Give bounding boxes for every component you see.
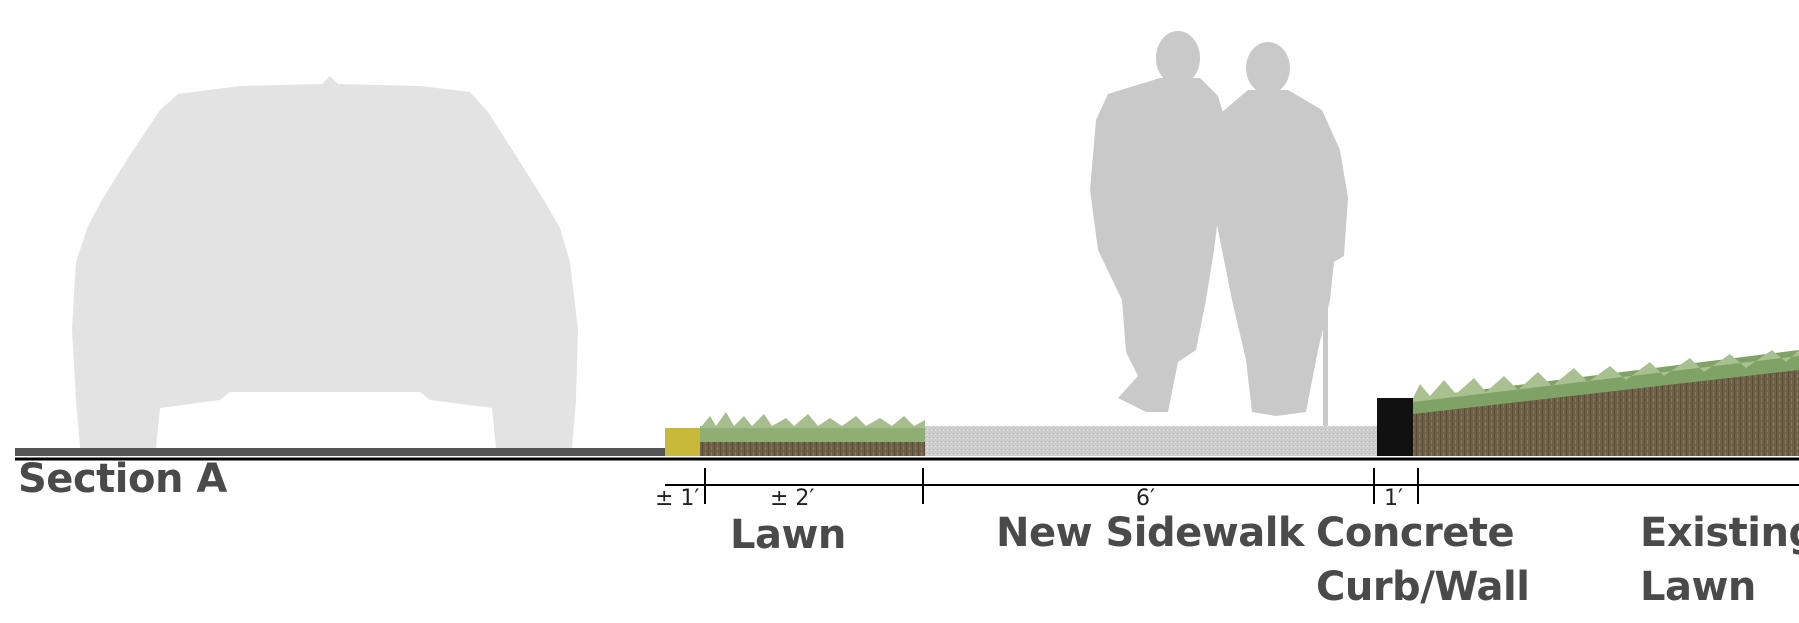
sidewalk-slab bbox=[925, 426, 1377, 456]
zone-label-sidewalk: New Sidewalk bbox=[996, 510, 1305, 556]
dimension-sidewalk: 6′ bbox=[1136, 486, 1155, 511]
zone-label-curb-line1: Concrete bbox=[1316, 510, 1515, 556]
dimension-road-edge: ± 1′ bbox=[655, 486, 700, 511]
dimension-line bbox=[665, 468, 1799, 504]
road-surface bbox=[15, 448, 665, 456]
existing-lawn-slope bbox=[1413, 350, 1799, 456]
zone-label-existing-line1: Existing bbox=[1640, 510, 1799, 556]
car-silhouette bbox=[72, 76, 578, 448]
zone-label-curb-line2: Curb/Wall bbox=[1316, 564, 1530, 610]
lawn-strip bbox=[700, 412, 925, 456]
zone-label-lawn: Lawn bbox=[730, 512, 846, 558]
dimension-lawn: ± 2′ bbox=[770, 486, 815, 511]
dimension-curb: 1′ bbox=[1384, 486, 1403, 511]
concrete-curb bbox=[1377, 398, 1413, 456]
road-edge-block bbox=[665, 428, 705, 456]
pedestrians-silhouette bbox=[1090, 31, 1348, 426]
zone-label-existing-line2: Lawn bbox=[1640, 564, 1756, 610]
section-title: Section A bbox=[18, 456, 227, 502]
